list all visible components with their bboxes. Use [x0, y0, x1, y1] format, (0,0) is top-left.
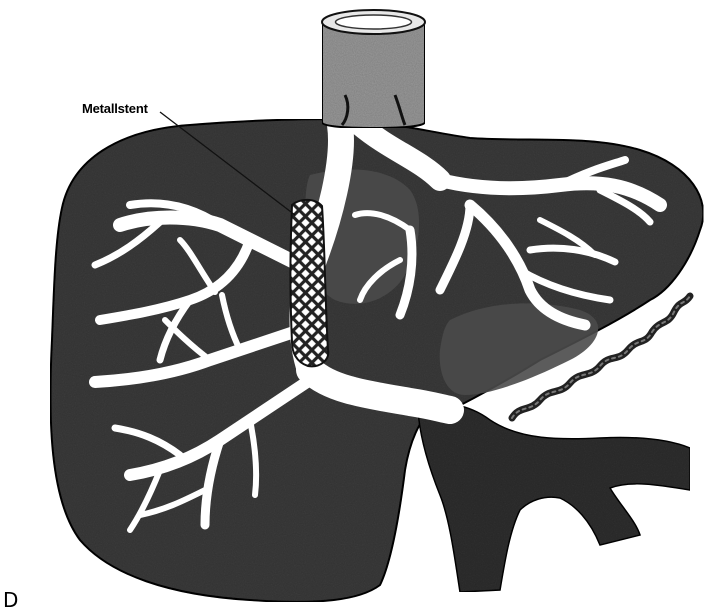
vessel — [418, 404, 690, 592]
metal-stent-mesh — [291, 200, 329, 366]
drainage-tube — [322, 10, 425, 128]
stent-label: Metallstent — [82, 101, 148, 116]
panel-letter: D — [3, 588, 18, 612]
